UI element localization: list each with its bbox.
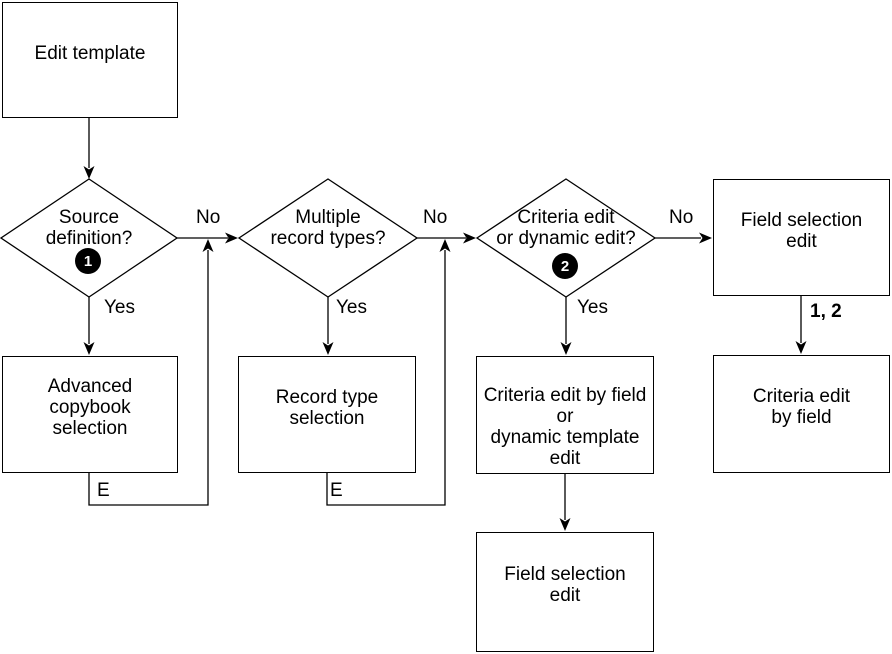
edge-label-no-1: No bbox=[196, 207, 221, 228]
edge-label-yes-3: Yes bbox=[577, 297, 608, 318]
connector-exit-loop-record-type bbox=[326, 250, 446, 506]
note-badge-2: 2 bbox=[552, 253, 578, 279]
edge-label-no-2: No bbox=[423, 207, 448, 228]
arrowhead-down-into-field-selection-bottom bbox=[559, 518, 571, 531]
decision-label-criteria-or-dynamic: Criteria edit or dynamic edit? bbox=[496, 207, 636, 249]
edge-label-no-3: No bbox=[669, 207, 694, 228]
arrowhead-down-into-record-type bbox=[322, 342, 334, 355]
arrowhead-right-into-multiple bbox=[225, 232, 238, 244]
node-field-selection-edit-top: Field selection edit bbox=[713, 179, 890, 296]
arrowhead-right-into-criteria bbox=[463, 232, 476, 244]
node-criteria-edit-by-field-or-dynamic-template-edit: Criteria edit by field or dynamic templa… bbox=[476, 356, 654, 474]
arrowhead-up-exit-loop-2 bbox=[439, 239, 451, 252]
arrowhead-right-into-field-selection bbox=[699, 232, 712, 244]
decision-label-multiple-record-types: Multiple record types? bbox=[270, 207, 386, 249]
arrowhead-up-exit-loop-1 bbox=[202, 239, 214, 252]
note-badge-1: 1 bbox=[75, 248, 101, 274]
edge-label-yes-2: Yes bbox=[336, 297, 367, 318]
node-record-type-selection: Record type selection bbox=[238, 356, 416, 473]
node-criteria-edit-by-field: Criteria edit by field bbox=[713, 355, 890, 473]
edge-label-exit-2: E bbox=[330, 480, 343, 501]
node-advanced-copybook-selection: Advanced copybook selection bbox=[2, 356, 178, 473]
edge-label-yes-1: Yes bbox=[104, 297, 135, 318]
arrowhead-down-into-criteria-by-field-or-dynamic bbox=[560, 342, 572, 355]
edge-label-exit-1: E bbox=[97, 480, 110, 501]
decision-label-source-definition: Source definition? bbox=[45, 207, 133, 249]
connector-exit-loop-advanced-copybook bbox=[88, 250, 209, 506]
edge-label-one-two: 1, 2 bbox=[810, 301, 842, 322]
arrowhead-down-into-advanced-copybook bbox=[83, 342, 95, 355]
node-edit-template: Edit template bbox=[2, 2, 178, 118]
arrowhead-down-into-source bbox=[83, 166, 95, 179]
node-field-selection-edit-bottom: Field selection edit bbox=[476, 532, 654, 652]
arrowhead-down-into-criteria-by-field-right bbox=[795, 341, 807, 354]
